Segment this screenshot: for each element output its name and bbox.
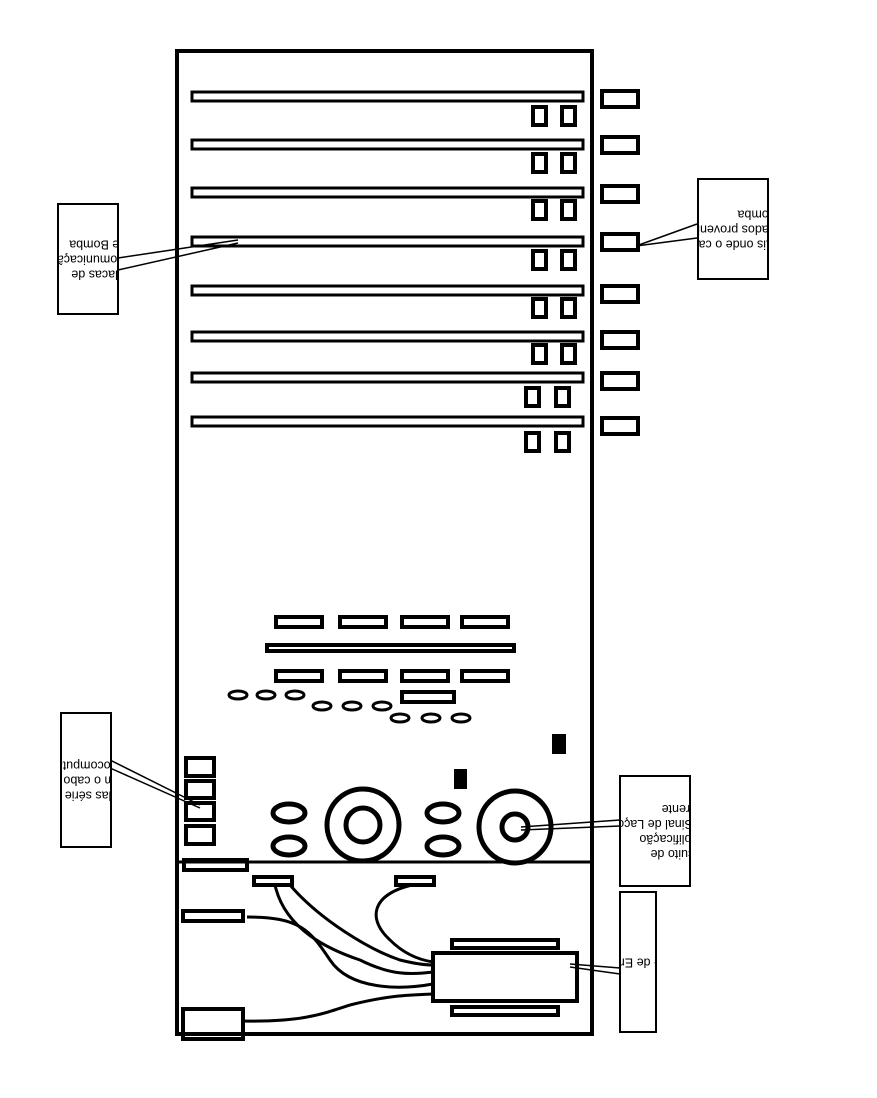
power-supply-components (181, 875, 579, 1041)
motherboard-chips (265, 615, 566, 789)
callout-serial-outputs: Saídas série que ligam o cabo ao microco… (60, 712, 112, 848)
expansion-slot-rails (190, 90, 585, 428)
chassis-outline (175, 49, 594, 1036)
callout-serial-outputs-label: Saídas série que ligam o cabo ao microco… (62, 758, 111, 803)
callout-leader-lines (109, 223, 698, 975)
callout-communication-boards: Placas de Comunicação de Bomba (57, 203, 119, 315)
external-port-tabs (600, 89, 640, 436)
callout-communication-boards-label: Placas de Comunicação de Bomba (57, 237, 119, 282)
small-components (227, 689, 472, 724)
slot-connectors (524, 105, 577, 453)
power-cables (242, 883, 434, 1023)
callout-current-loop: Circuito de Amplificação de Sinal de Laç… (619, 775, 691, 887)
callout-power-supply-label: Fonte de Energia (621, 955, 655, 970)
signal-circuit-components (270, 786, 554, 866)
callout-open-slots: Locais onde o cabo de dados proveniente … (697, 178, 769, 280)
serial-port-connectors (182, 756, 249, 872)
callout-open-slots-label: Locais onde o cabo de dados proveniente … (697, 207, 769, 252)
callout-power-supply: Fonte de Energia (619, 891, 657, 1033)
callout-current-loop-label: Circuito de Amplificação de Sinal de Laç… (619, 802, 691, 861)
